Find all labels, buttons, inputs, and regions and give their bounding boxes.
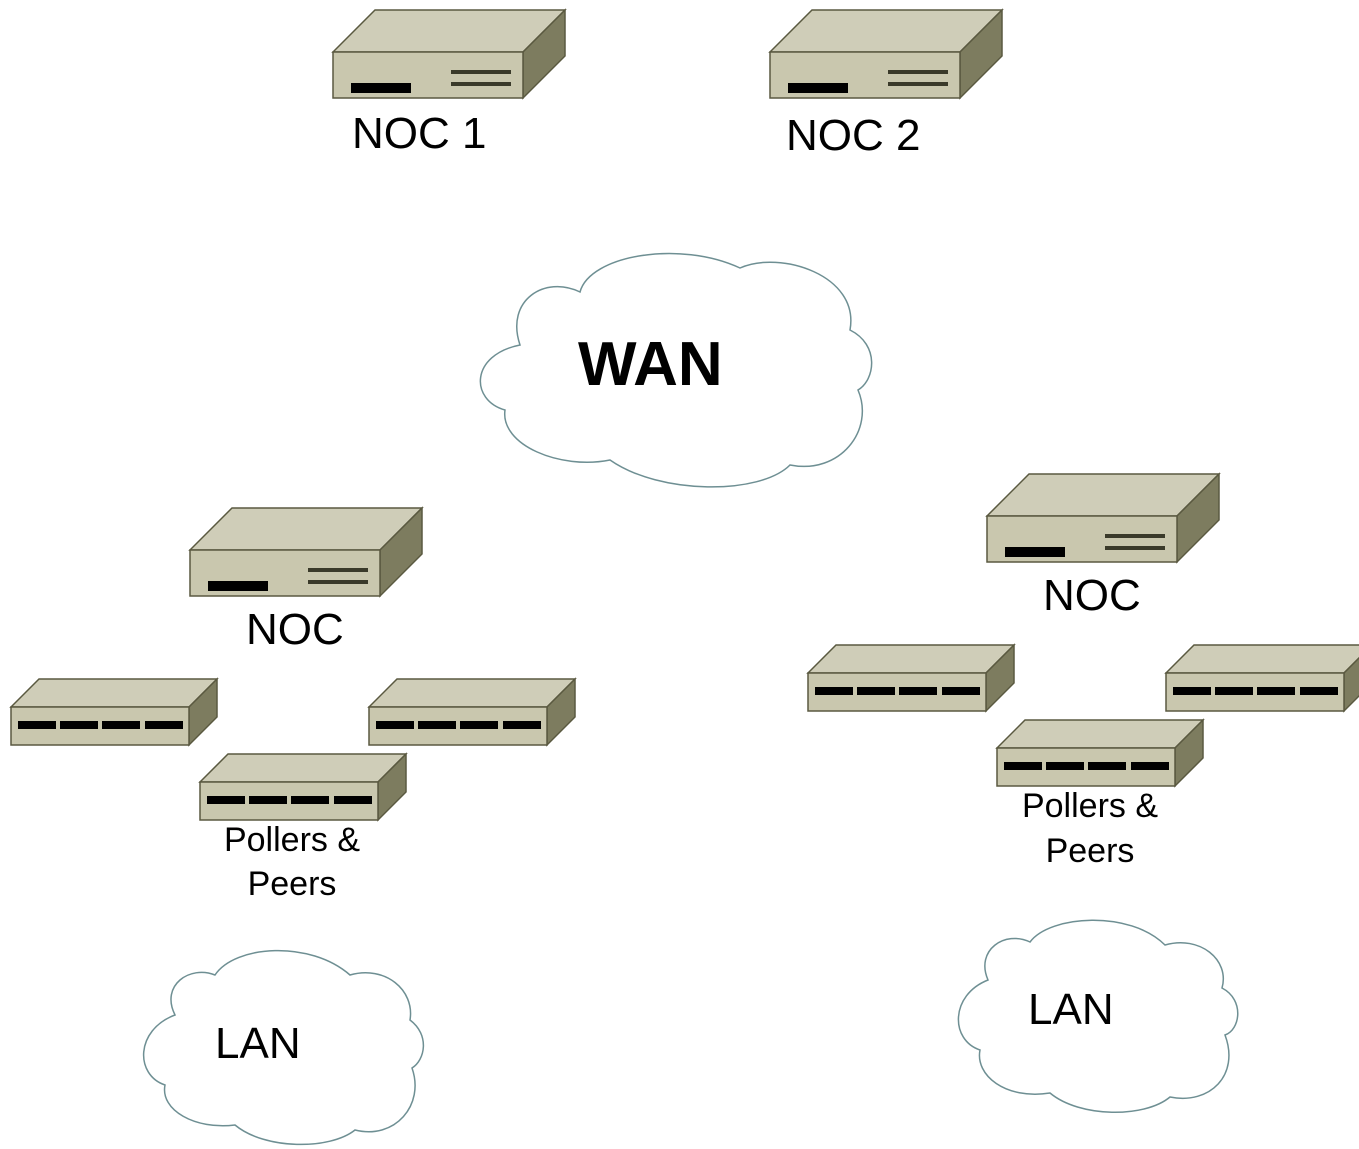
right-pollers-label-line2: Peers bbox=[1046, 832, 1135, 870]
noc2-server-icon bbox=[769, 9, 1003, 99]
noc1-label: NOC 1 bbox=[352, 109, 486, 158]
left-pollers-label-line1: Pollers & bbox=[224, 821, 360, 859]
noc1-server-icon bbox=[332, 9, 566, 99]
wan-cloud-icon bbox=[479, 252, 873, 488]
right-noc-label: NOC bbox=[1043, 571, 1141, 620]
left-noc-label: NOC bbox=[246, 605, 344, 654]
left-poller-1-icon bbox=[10, 678, 218, 746]
right-poller-3-icon bbox=[996, 719, 1204, 787]
left-pollers-label-line2: Peers bbox=[248, 865, 337, 903]
right-pollers-label-line1: Pollers & bbox=[1022, 787, 1158, 825]
wan-label: WAN bbox=[578, 330, 723, 399]
right-poller-2-icon bbox=[1165, 644, 1359, 712]
right-poller-1-icon bbox=[807, 644, 1015, 712]
right-lan-label: LAN bbox=[1028, 985, 1114, 1034]
right-lan-cloud-icon bbox=[957, 919, 1239, 1113]
right-noc-server-icon bbox=[986, 473, 1220, 563]
left-noc-server-icon bbox=[189, 507, 423, 597]
left-poller-2-icon bbox=[368, 678, 576, 746]
left-lan-label: LAN bbox=[215, 1019, 301, 1068]
left-lan-cloud-icon bbox=[142, 949, 425, 1146]
noc2-label: NOC 2 bbox=[786, 111, 920, 160]
left-poller-3-icon bbox=[199, 753, 407, 821]
